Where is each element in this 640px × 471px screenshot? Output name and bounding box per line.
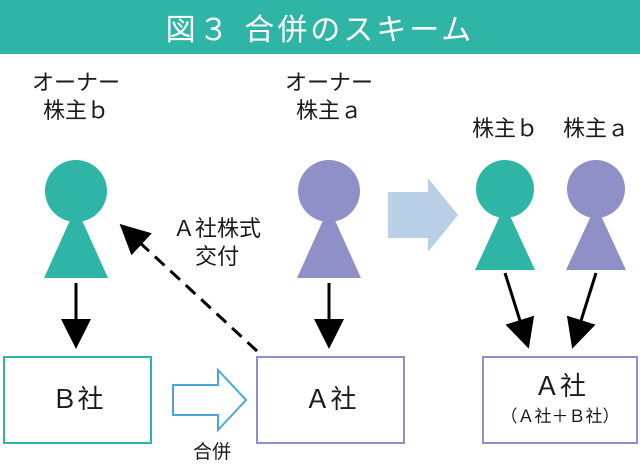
company-a-box: Ａ社 [256,356,405,444]
merger-outline-arrow-icon [172,367,248,433]
company-b-box: Ｂ社 [3,356,152,444]
shareholder-a-label: 株主ａ [562,117,629,142]
merged-company-composition: （Ａ社＋Ｂ社） [500,407,620,427]
transition-block-arrow-icon [388,178,458,252]
shareholder-b-to-result-arrow [503,272,535,349]
person-icon-owner-a [297,160,361,278]
title-bar: 図３ 合併のスキーム [0,0,640,54]
share-delivery-label: Ａ社株式 交付 [172,217,261,270]
person-icon-shareholder-a [566,160,626,270]
owner-b-label: オーナー 株主ｂ [31,71,120,124]
merged-company-name: Ａ社 [533,372,586,402]
merged-company-box: Ａ社 （Ａ社＋Ｂ社） [482,356,638,444]
shareholder-a-to-result-arrow [566,272,598,349]
owner-a-label: オーナー 株主ａ [284,71,373,124]
person-icon-shareholder-b [475,160,535,270]
company-b-name: Ｂ社 [51,385,104,415]
shareholder-b-label: 株主ｂ [471,117,538,142]
merger-label: 合併 [192,441,231,463]
company-a-name: Ａ社 [304,385,357,415]
person-icon-owner-b [44,160,108,278]
share-delivery-dashed-arrow [119,223,259,353]
diagram-title: 図３ 合併のスキーム [165,13,475,48]
